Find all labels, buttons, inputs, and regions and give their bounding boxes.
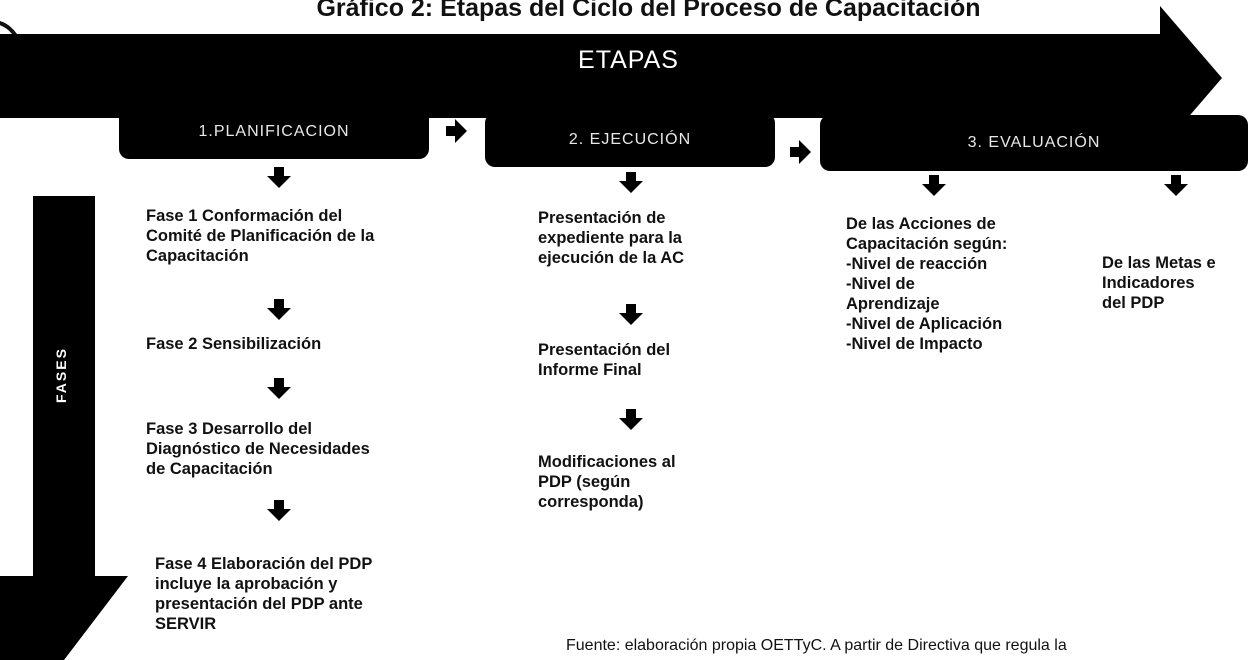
ejecucion-step: Modificaciones al PDP (según corresponda…: [538, 452, 676, 512]
step-line: presentación del PDP ante: [155, 595, 363, 613]
stage-label: 2. EJECUCIÓN: [568, 131, 692, 148]
down-arrow-icon: [619, 409, 643, 430]
stage-ejecucion: 2. EJECUCIÓN: [485, 113, 775, 167]
right-arrow-icon: [790, 140, 811, 164]
step-line: Aprendizaje: [846, 295, 940, 313]
step-line: -Nivel de Impacto: [846, 335, 983, 353]
fases-label: FASES: [53, 347, 69, 403]
planificacion-step: Fase 4 Elaboración del PDP incluye la ap…: [155, 554, 372, 634]
right-arrow-icon: [446, 119, 467, 143]
step-line: Diagnóstico de Necesidades: [146, 440, 370, 458]
etapas-label: ETAPAS: [578, 46, 679, 74]
step-line: De las Acciones de: [846, 215, 996, 233]
step-line: Fase 3 Desarrollo del: [146, 420, 312, 438]
down-arrow-icon: [922, 175, 946, 196]
step-line: Capacitación según:: [846, 235, 1008, 253]
ejecucion-step: Presentación de expediente para la ejecu…: [538, 208, 684, 268]
planificacion-step: Fase 2 Sensibilización: [146, 334, 321, 354]
down-arrow-icon: [267, 167, 291, 188]
fases-arrow: [0, 196, 128, 660]
page-title: Gráfico 2: Etapas del Ciclo del Proceso …: [316, 0, 981, 22]
evaluacion-acciones: De las Acciones de Capacitación según: -…: [846, 214, 1007, 354]
step-line: ejecución de la AC: [538, 249, 685, 267]
step-line: -Nivel de reacción: [846, 255, 988, 273]
evaluacion-metas: De las Metas e Indicadores del PDP: [1102, 253, 1216, 313]
step-line: Fase 2 Sensibilización: [146, 335, 322, 353]
step-line: expediente para la: [538, 229, 682, 247]
step-line: De las Metas e: [1102, 254, 1216, 272]
planificacion-step: Fase 3 Desarrollo del Diagnóstico de Nec…: [146, 419, 370, 479]
step-line: Modificaciones al: [538, 453, 676, 471]
step-line: Comité de Planificación de la: [146, 227, 375, 245]
stage-planificacion: 1.PLANIFICACION: [119, 105, 429, 159]
step-line: Capacitación: [146, 247, 249, 265]
step-line: Presentación del: [538, 341, 671, 359]
down-arrow-icon: [267, 378, 291, 399]
step-line: del PDP: [1102, 294, 1165, 312]
stage-label: 3. EVALUACIÓN: [967, 134, 1101, 151]
step-line: incluye la aprobación y: [155, 575, 338, 593]
stage-label: 1.PLANIFICACION: [198, 123, 350, 140]
step-line: de Capacitación: [146, 460, 273, 478]
down-arrow-icon: [267, 500, 291, 521]
step-line: corresponda): [538, 493, 644, 511]
step-line: -Nivel de: [846, 275, 915, 293]
step-line: Presentación de: [538, 209, 666, 227]
ejecucion-step: Presentación del Informe Final: [538, 340, 670, 380]
down-arrow-icon: [619, 304, 643, 325]
step-line: Informe Final: [538, 361, 642, 379]
down-arrow-icon: [267, 299, 291, 320]
down-arrows: [267, 167, 1188, 521]
step-line: Fase 4 Elaboración del PDP: [155, 555, 373, 573]
source-note: Fuente: elaboración propia OETTyC. A par…: [566, 637, 1067, 654]
step-line: PDP (según: [538, 473, 631, 491]
step-line: Fase 1 Conformación del: [146, 207, 343, 225]
step-line: -Nivel de Aplicación: [846, 315, 1003, 333]
step-line: SERVIR: [155, 615, 217, 633]
planificacion-step: Fase 1 Conformación del Comité de Planif…: [146, 206, 374, 266]
down-arrow-icon: [1164, 175, 1188, 196]
stage-evaluacion: 3. EVALUACIÓN: [820, 115, 1248, 171]
step-line: Indicadores: [1102, 274, 1195, 292]
down-arrow-icon: [619, 172, 643, 193]
